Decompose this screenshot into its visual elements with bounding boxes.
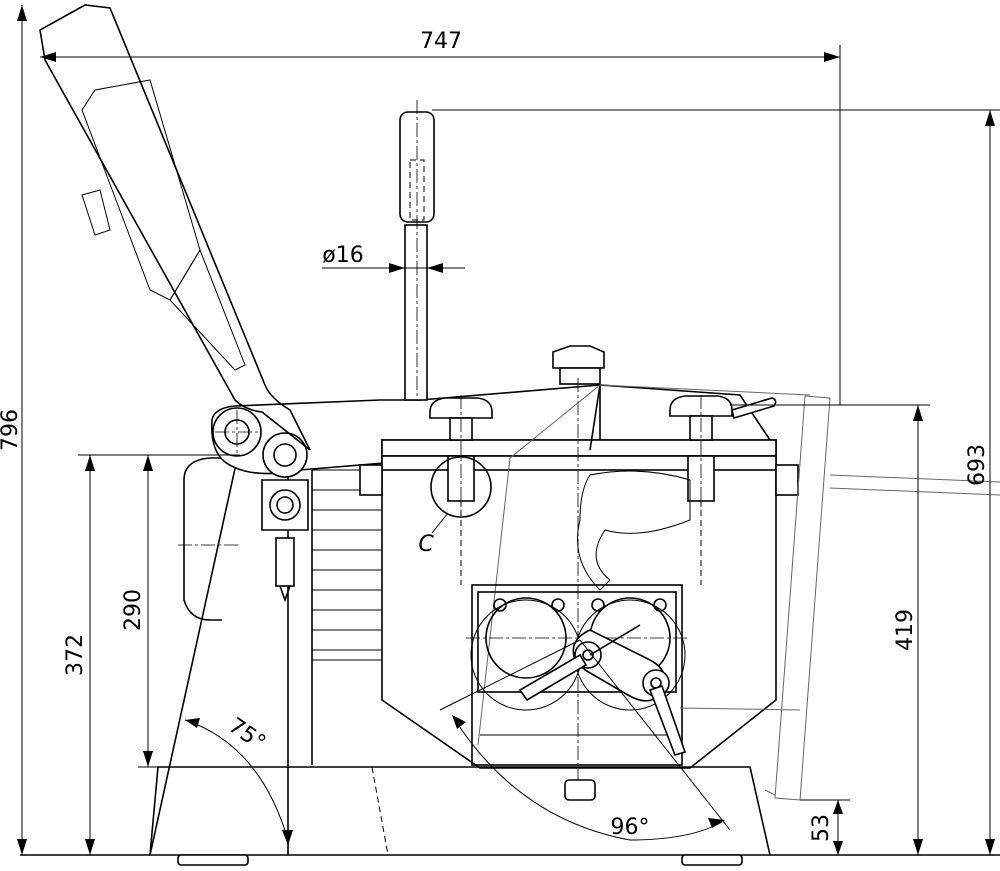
dim-height-419: 419 [730, 404, 930, 855]
dim-53-label: 53 [809, 814, 834, 842]
detail-callout-c: C [418, 512, 449, 557]
machine-base [149, 766, 771, 866]
hidden-internals [460, 378, 702, 790]
pivot-bracket [210, 384, 601, 603]
clamp-knob-right [669, 395, 777, 510]
angle-75-label: 75° [224, 713, 270, 756]
dim-747-label: 747 [420, 29, 462, 54]
angle-75: 75° [184, 713, 293, 845]
handle-rod [399, 100, 435, 401]
dim-693-label: 693 [965, 444, 990, 486]
dim-overall-width: 747 [40, 29, 841, 405]
angle-96-label: 96° [611, 815, 650, 840]
housing [359, 384, 799, 769]
dim-handle-height: 693 [432, 109, 1000, 855]
dim-796-label: 796 [0, 409, 23, 451]
dim-height-290: 290 [121, 455, 160, 768]
cover-arm [39, 4, 311, 451]
dim-height-372: 372 [63, 454, 240, 855]
dim-base-53: 53 [800, 799, 850, 855]
dim-419-label: 419 [893, 609, 918, 651]
dim-290-label: 290 [121, 589, 146, 631]
detail-c-label: C [418, 532, 434, 557]
dim-372-label: 372 [63, 634, 88, 676]
top-nut [552, 345, 605, 385]
angle-96: 96° [439, 639, 731, 841]
dim-16-label: ø16 [322, 243, 363, 268]
dim-rod-diameter: ø16 [322, 243, 465, 273]
motor-fins [311, 469, 383, 661]
dim-overall-height: 796 [0, 5, 27, 855]
lever-arm [518, 624, 687, 756]
clamp-knob-left [429, 395, 493, 518]
